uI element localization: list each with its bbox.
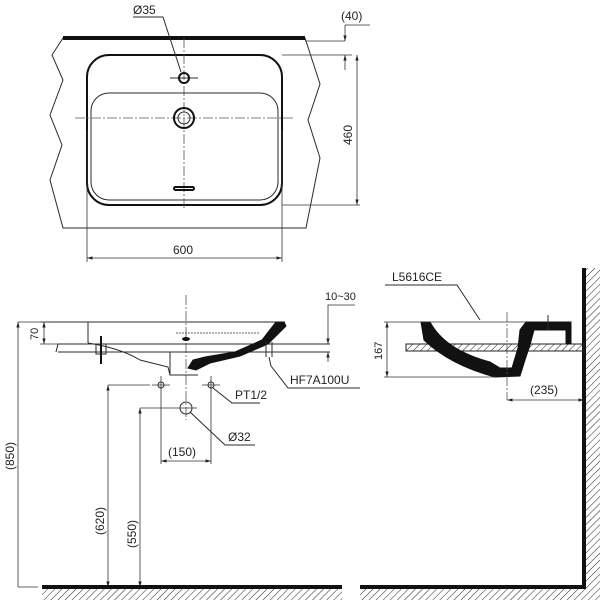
label-supply: PT1/2 — [235, 388, 267, 402]
label-rim-height: 70 — [29, 328, 41, 340]
top-view: Ø35 (40) 460 600 — [49, 3, 370, 262]
label-supply-height: (620) — [93, 507, 107, 535]
side-view: L5616CE 167 (235) — [360, 268, 600, 600]
supply-right — [202, 376, 220, 394]
label-counter-height: (850) — [3, 442, 17, 470]
floor-hatch-right — [360, 589, 584, 600]
wall-hatch — [584, 268, 600, 600]
label-depth-top: 460 — [341, 125, 355, 145]
label-tap-hole: Ø35 — [133, 3, 156, 17]
counter-outline — [49, 37, 321, 229]
supply-left — [152, 376, 170, 394]
basin-bowl — [90, 92, 279, 201]
floor-hatch-left — [42, 589, 342, 600]
front-view: 10~30 HF7A100U 70 PT1/2 Ø32 — [3, 291, 360, 600]
label-waste: Ø32 — [228, 430, 251, 444]
overflow-slot — [173, 186, 195, 191]
side-basin-section — [420, 321, 572, 378]
waste-pipe — [175, 401, 197, 415]
tap-hole — [178, 72, 190, 84]
drain-outer — [173, 107, 195, 129]
label-width: 600 — [173, 243, 193, 257]
label-model: L5616CE — [392, 270, 442, 284]
label-wall-offset: (235) — [530, 383, 558, 397]
label-side-depth: 167 — [373, 342, 385, 360]
label-waste-height: (550) — [125, 520, 139, 548]
basin-section — [187, 321, 287, 371]
drain-inner — [177, 111, 191, 125]
label-counter-thickness: 10~30 — [325, 291, 356, 303]
label-backsplash: (40) — [341, 9, 362, 23]
label-supply-spacing: (150) — [168, 445, 196, 459]
label-fixing-kit: HF7A100U — [290, 373, 349, 387]
